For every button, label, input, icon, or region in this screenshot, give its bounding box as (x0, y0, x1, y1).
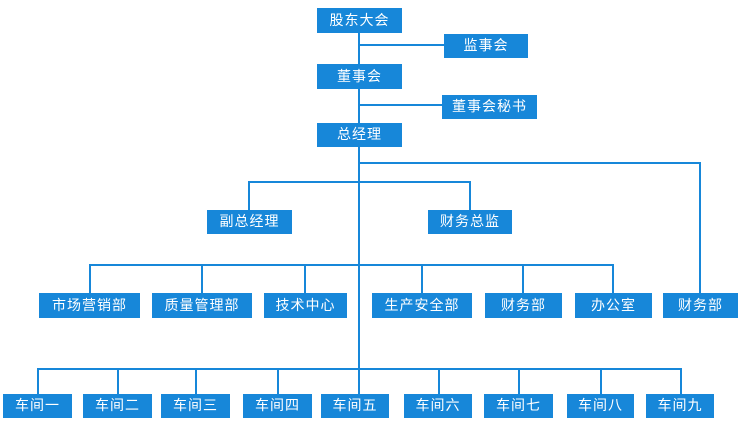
connector-line (195, 368, 197, 394)
org-node-workshop-8: 车间八 (567, 394, 634, 418)
connector-line (248, 181, 471, 183)
connector-line (522, 264, 524, 293)
connector-line (358, 104, 442, 106)
org-node-board-secretary: 董事会秘书 (442, 95, 537, 119)
connector-line (421, 264, 423, 293)
org-node-supervisory-board: 监事会 (444, 34, 528, 58)
connector-line (438, 368, 440, 394)
connector-line (304, 264, 306, 293)
org-node-marketing-dept: 市场营销部 (39, 293, 140, 318)
connector-line (358, 162, 701, 164)
org-node-workshop-4: 车间四 (243, 394, 312, 418)
org-node-production-safety-dept: 生产安全部 (372, 293, 472, 318)
org-node-quality-management-dept: 质量管理部 (152, 293, 252, 318)
connector-line (358, 147, 360, 394)
connector-line (277, 368, 279, 394)
org-node-workshop-6: 车间六 (404, 394, 472, 418)
connector-line (89, 264, 91, 293)
org-node-finance-dept-2: 财务部 (663, 293, 738, 318)
connector-line (89, 264, 614, 266)
connector-line (699, 162, 701, 293)
connector-line (469, 181, 471, 210)
org-node-finance-dept: 财务部 (485, 293, 562, 318)
org-node-board-of-directors: 董事会 (317, 64, 402, 89)
org-node-shareholders-meeting: 股东大会 (317, 8, 402, 33)
connector-line (358, 44, 444, 46)
org-node-deputy-general-manager: 副总经理 (207, 210, 292, 234)
connector-line (518, 368, 520, 394)
connector-line (37, 368, 39, 394)
org-node-workshop-7: 车间七 (484, 394, 553, 418)
org-node-technology-center: 技术中心 (264, 293, 347, 318)
connector-line (37, 368, 682, 370)
org-node-workshop-3: 车间三 (161, 394, 230, 418)
org-node-office: 办公室 (575, 293, 652, 318)
org-node-workshop-5: 车间五 (321, 394, 389, 418)
org-node-general-manager: 总经理 (317, 123, 402, 147)
connector-line (248, 181, 250, 210)
connector-line (201, 264, 203, 293)
connector-line (117, 368, 119, 394)
connector-line (680, 368, 682, 394)
connector-line (600, 368, 602, 394)
org-node-finance-director: 财务总监 (428, 210, 512, 234)
org-node-workshop-2: 车间二 (83, 394, 152, 418)
org-node-workshop-1: 车间一 (3, 394, 72, 418)
connector-line (358, 33, 360, 64)
connector-line (612, 264, 614, 293)
org-node-workshop-9: 车间九 (646, 394, 714, 418)
